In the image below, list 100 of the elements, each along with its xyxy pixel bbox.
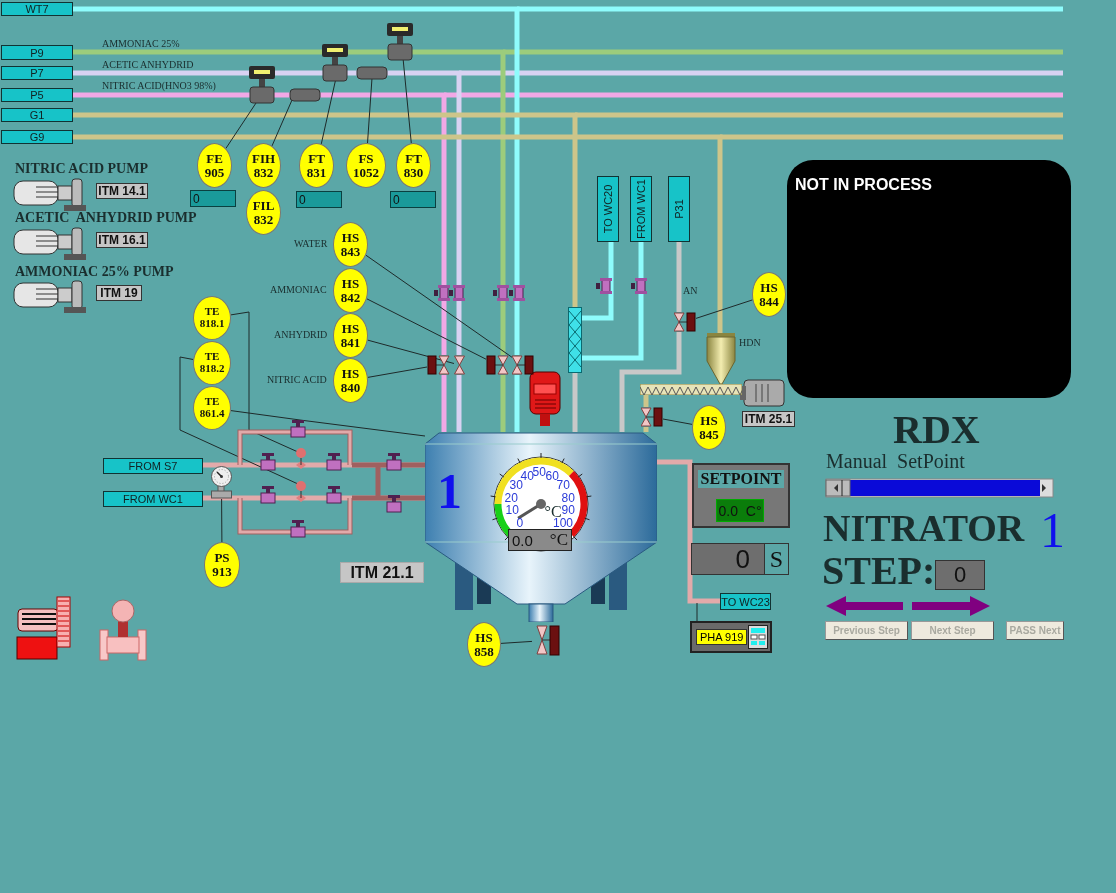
gauge-scale-number: 0 — [516, 516, 524, 530]
tag-label: P31 — [673, 199, 685, 219]
line-tag: G1 — [1, 108, 73, 122]
instrument-balloon: TE 818.1 — [193, 296, 231, 340]
step-button: PASS Next — [1006, 621, 1064, 640]
line-tag: TO WC23 — [720, 593, 771, 610]
gauge-scale-number: 40 — [520, 469, 534, 483]
line-tag: FROM WC1 — [103, 491, 203, 507]
diagram-label: RDX — [893, 406, 980, 453]
equipment-tag: ITM 16.1 — [96, 232, 148, 248]
leader-line — [367, 77, 373, 144]
vessel-number: 1 — [437, 462, 462, 520]
control-valve-icon — [427, 355, 450, 375]
tag-label: TO WC20 — [602, 184, 614, 234]
value-display: 0 — [691, 543, 765, 575]
diagram-label: AMMONIAC 25% PUMP — [15, 264, 174, 280]
diagram-label: HDN — [739, 337, 761, 348]
line-tag: P9 — [1, 45, 73, 60]
line-label: AMMONIAC — [270, 283, 327, 295]
gauge-scale-number: 20 — [504, 491, 518, 505]
pipe — [582, 242, 614, 321]
line-tag: FROM S7 — [103, 458, 203, 474]
pipe — [73, 6, 520, 355]
analyzer-panel — [690, 621, 772, 653]
pressure-gauge-icon — [211, 466, 232, 499]
instrument-balloon: HS 858 — [467, 622, 501, 667]
pipe — [456, 375, 462, 432]
gauge-scale-number: 90 — [561, 503, 575, 517]
equipment-tag: ITM 19 — [96, 285, 142, 301]
line-tag — [630, 176, 652, 242]
leader-line — [230, 311, 299, 453]
step-button: Next Step — [911, 621, 994, 640]
control-valve-icon — [454, 355, 465, 375]
line-label: WATER — [294, 237, 328, 249]
pipe — [572, 373, 578, 432]
status-panel: NOT IN PROCESS — [787, 160, 1071, 398]
instrument-balloon: PS 913 — [204, 542, 240, 588]
leader-line — [365, 254, 513, 358]
equipment-tag: ITM 25.1 — [742, 411, 795, 427]
instrument-balloon: FT 830 — [396, 143, 431, 188]
pipe — [73, 49, 506, 355]
instrument-balloon: HS 845 — [692, 405, 726, 450]
diagram-label: AN — [683, 285, 698, 296]
leader-line — [230, 410, 426, 437]
leader-line — [500, 640, 533, 644]
instrument-balloon: HS 844 — [752, 272, 786, 317]
line-tag: WT7 — [1, 2, 73, 16]
diagram-label: NITRIC ACID PUMP — [15, 161, 148, 177]
value-display: 0 — [296, 191, 342, 208]
diagram-label: ACETIC ANHYDRID — [102, 59, 194, 70]
gauge-scale-number: 70 — [556, 478, 570, 492]
pipe — [582, 242, 644, 361]
instrument-balloon: FIL 832 — [246, 190, 281, 235]
value-display — [508, 529, 572, 551]
instrument-balloon: HS 841 — [333, 313, 368, 358]
setpoint-panel — [692, 463, 790, 528]
value-display: 0 — [935, 560, 985, 590]
equipment-tag: ITM 21.1 — [340, 562, 424, 583]
gauge-scale-number: 30 — [509, 478, 523, 492]
control-valve-icon — [486, 355, 509, 375]
unit-label: S — [765, 543, 789, 575]
value-label: 0.0 — [512, 531, 533, 549]
instrument-tag: PHA 919 — [696, 629, 748, 645]
instrument-balloon: FIH 832 — [246, 143, 281, 188]
value-display: 0 — [390, 191, 436, 208]
pipe — [657, 459, 720, 604]
pipe — [643, 425, 649, 432]
line-tag — [668, 176, 690, 242]
pipe — [500, 375, 506, 432]
line-label: ANHYDRID — [274, 328, 328, 340]
gauge-scale-number: 60 — [545, 469, 559, 483]
instrument-balloon: TE 818.2 — [193, 341, 231, 385]
diagram-label: AMMONIAC 25% — [102, 38, 180, 49]
line-tag: G9 — [1, 130, 73, 144]
instrument-balloon: FT 831 — [299, 143, 334, 188]
instrument-balloon: HS 843 — [333, 222, 368, 267]
value-display: 0 — [190, 190, 236, 207]
instrument-balloon: FE 905 — [197, 143, 232, 188]
screw-conveyor-drawing — [640, 384, 742, 395]
value-display: 0.0 C° — [716, 499, 764, 522]
pipe — [441, 375, 447, 432]
instrument-balloon: HS 840 — [333, 358, 368, 403]
leader-line — [179, 356, 299, 485]
line-tag — [597, 176, 619, 242]
tag-label: FROM WC1 — [635, 179, 647, 239]
diagram-label: ACETIC ANHYDRID PUMP — [15, 210, 197, 226]
pipe — [619, 332, 682, 432]
leader-line — [221, 498, 223, 543]
step-button: Previous Step — [825, 621, 908, 640]
diagram-label: NITRATOR — [823, 506, 1025, 550]
diagram-label: NITRIC ACID(HNO3 98%) — [102, 80, 216, 91]
leader-line — [366, 298, 487, 360]
control-valve-icon — [674, 312, 696, 332]
line-tag: P7 — [1, 66, 73, 80]
pipe — [73, 134, 723, 333]
leader-line — [271, 99, 293, 147]
leader-line — [696, 602, 698, 622]
hopper-drawing — [705, 333, 737, 384]
leader-line — [662, 418, 693, 425]
diagram-label: STEP: — [822, 547, 936, 594]
